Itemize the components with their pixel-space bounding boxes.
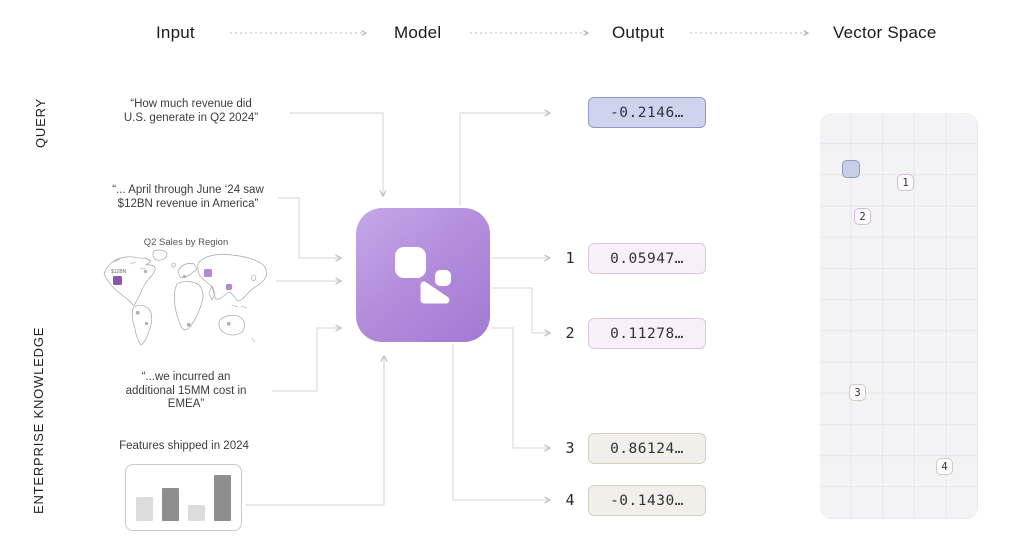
map-marker-dot: [136, 311, 140, 315]
map-value-label: $12BN: [111, 269, 127, 275]
stage-label-input: Input: [156, 23, 195, 42]
embed-model-icon: [395, 247, 451, 304]
output-vector-2: 0.11278…: [588, 318, 706, 349]
stage-label-model: Model: [394, 23, 442, 42]
vector-marker-2: 2: [854, 208, 871, 225]
vector-marker-3: 3: [849, 384, 866, 401]
vector-marker-query: [842, 160, 860, 178]
output-row-number-1: 1: [565, 249, 575, 267]
mini-bar: [188, 505, 205, 521]
map-marker-dot: [187, 323, 191, 327]
map-title: Q2 Sales by Region: [143, 237, 229, 248]
map-marker-north-america: [113, 276, 122, 285]
mini-bar: [214, 475, 231, 521]
output-vector-1: 0.05947…: [588, 243, 706, 274]
output-row-number-2: 2: [565, 324, 575, 342]
embedding-model: [356, 208, 490, 342]
mini-bar-chart: [125, 464, 242, 531]
connector-doc3-to-model: [272, 324, 343, 392]
connector-model-to-output-4: [452, 344, 552, 504]
mini-bar: [162, 488, 179, 521]
connector-query-to-model: [289, 112, 387, 198]
world-map: $12BN: [100, 248, 272, 348]
world-map-outline: [103, 249, 267, 346]
map-marker-dot: [145, 322, 148, 325]
connector-model-to-query-output: [459, 109, 552, 206]
map-marker-dot: [183, 275, 186, 278]
output-query-vector: -0.2146…: [588, 97, 706, 128]
stage-label-output: Output: [612, 23, 665, 42]
output-row-number-4: 4: [565, 491, 575, 509]
map-marker-russia: [204, 269, 212, 277]
map-marker-dot: [144, 270, 147, 273]
connector-model-to-output-2: [492, 287, 552, 337]
side-label-enterprise-knowledge: ENTERPRISE KNOWLEDGE: [31, 326, 46, 514]
vector-marker-1: 1: [897, 174, 914, 191]
map-marker-china: [226, 284, 232, 290]
knowledge-doc-april: “... April through June ‘24 saw $12BN re…: [112, 184, 264, 210]
stage-label-vector-space: Vector Space: [833, 23, 937, 42]
vector-marker-4: 4: [936, 458, 953, 475]
map-sales-markers: [113, 269, 232, 327]
output-vector-4: -0.1430…: [588, 485, 706, 516]
map-marker-dot: [227, 322, 231, 326]
side-label-query: QUERY: [33, 98, 48, 148]
output-row-number-3: 3: [565, 439, 575, 457]
connector-model-to-output-3: [492, 327, 552, 452]
mini-bar: [136, 497, 153, 521]
output-vector-3: 0.86124…: [588, 433, 706, 464]
query-text: “How much revenue did U.S. generate in Q…: [123, 98, 259, 124]
vector-space-grid: 1 2 3 4: [820, 113, 978, 519]
mini-chart-title: Features shipped in 2024: [119, 440, 249, 452]
knowledge-doc-emea: “...we incurred an additional 15MM cost …: [125, 371, 247, 410]
